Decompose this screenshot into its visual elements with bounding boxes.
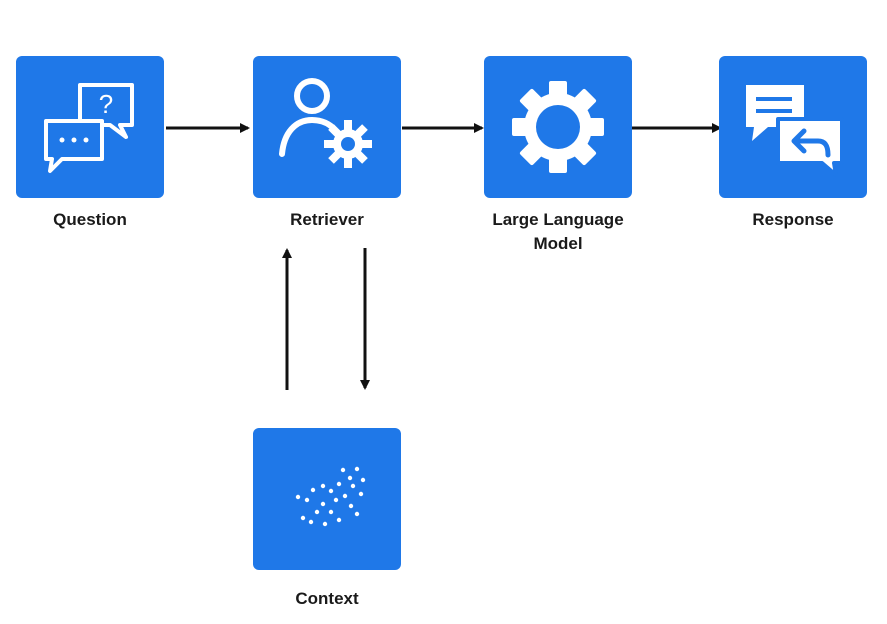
question-label: Question: [53, 210, 127, 229]
svg-text:?: ?: [99, 89, 113, 119]
user-gear-icon: [279, 78, 372, 168]
llm-label: Large Language Model: [492, 210, 624, 253]
context-label: Context: [295, 589, 359, 608]
retriever-node: [253, 56, 401, 198]
gear-icon: [512, 81, 604, 173]
retriever-label: Retriever: [290, 210, 364, 229]
response-node: [719, 56, 867, 198]
question-node: ?: [16, 56, 164, 198]
chat-question-icon: ?: [44, 83, 134, 173]
chat-reply-icon: [746, 85, 844, 177]
response-label: Response: [752, 210, 834, 229]
context-node: [253, 428, 401, 570]
llm-node: [484, 56, 632, 198]
vector-points-icon: [295, 466, 366, 527]
